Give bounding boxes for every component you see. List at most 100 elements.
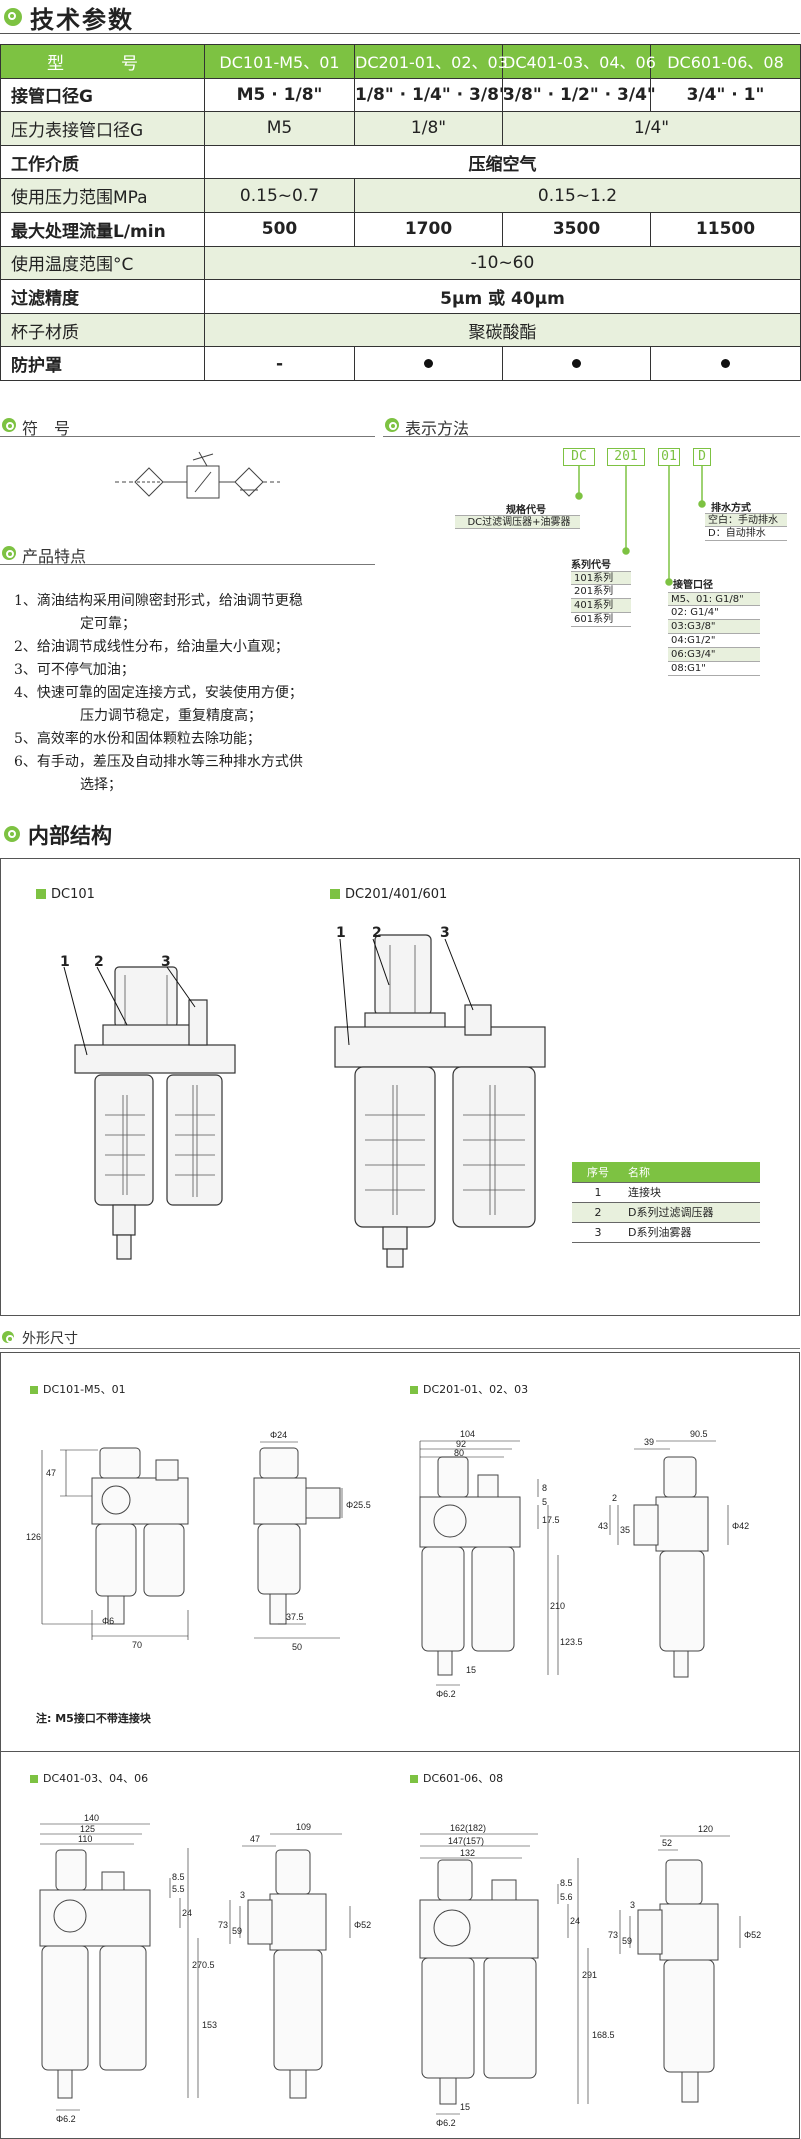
port-item: 08:G1" [668,662,760,676]
dim-168-5: 168.5 [592,2030,615,2040]
dim-73: 73 [608,1930,618,1940]
code-series-prefix: DC [563,448,595,466]
port-list: M5、01: G1/8" 02: G1/4" 03:G3/8" 04:G1/2"… [668,592,760,676]
dim-90-5: 90.5 [690,1429,708,1439]
spec-row-guard: 防护罩 - [0,346,801,381]
dim-phi6-2: Φ6.2 [436,2118,456,2128]
dim-120: 120 [698,1824,713,1834]
spec-cell: 1/8" [354,111,503,146]
spec-row-label: 使用压力范围MPa [0,178,205,213]
marker-icon [30,1386,38,1394]
title-divider [0,33,800,34]
parts-cell: 1 [572,1182,624,1203]
feature-item: 6、有手动，差压及自动排水等三种排水方式供 [14,754,303,770]
bullet-icon [424,359,433,369]
series-item: 601系列 [571,613,631,627]
spec-row-pressure: 使用压力范围MPa 0.15~0.7 0.15~1.2 [0,178,801,213]
designation-connectors [575,466,706,586]
dimensions-title: 外形尺寸 [22,1331,78,1347]
dc101-dimension-drawing: 47 126 Φ6 70 Φ24 Φ25.5 37.5 50 [26,1430,371,1652]
dimension-note: 注: M5接口不带连接块 [36,1712,151,1725]
dim-43: 43 [598,1521,608,1531]
drain-item: 空白：手动排水 [705,513,787,527]
spec-cell: 压缩空气 [204,144,801,180]
dim-59: 59 [622,1936,632,1946]
spec-cell: M5 [204,111,355,146]
spec-cell: 3500 [502,211,651,247]
dim-39: 39 [644,1437,654,1447]
dim-92: 92 [456,1439,466,1449]
dim-15: 15 [460,2102,470,2112]
divider [0,436,375,437]
feature-item: 1、滴油结构采用间隙密封形式，给油调节更稳 [14,593,303,609]
dim-5-6: 5.6 [560,1892,573,1902]
spec-row-medium: 工作介质 压缩空气 [0,144,801,180]
callout-1: 1 [60,954,70,970]
dim-47: 47 [250,1834,260,1844]
spec-cell: 聚碳酸酯 [204,312,801,348]
parts-row: 3 D系列油雾器 [572,1222,760,1243]
dim-37-5: 37.5 [286,1612,304,1622]
port-item: M5、01: G1/8" [668,592,760,606]
dim-24: 24 [182,1908,192,1918]
spec-cell: 1/8" · 1/4" · 3/8" [354,77,508,113]
spec-header-model: DC401-03、04、06 [502,44,656,79]
dim-5-5: 5.5 [172,1884,185,1894]
dim-17-5: 17.5 [542,1515,560,1525]
structure-title: 内部结构 [28,824,112,848]
dim-291: 291 [582,1970,597,1980]
spec-table: 型 号 DC101-M5、01 DC201-01、02、03 DC401-03、… [0,44,801,381]
features-list: 1、滴油结构采用间隙密封形式，给油调节更稳 定可靠； 2、给油调节成线性分布，给… [14,590,364,797]
code-port: 01 [658,448,680,466]
features-title: 产品特点 [22,547,87,566]
dim-8: 8 [542,1483,547,1493]
dim-80: 80 [454,1448,464,1458]
dim-24: 24 [570,1916,580,1926]
spec-cell: 11500 [650,211,801,247]
dim-50: 50 [292,1642,302,1652]
parts-header-row: 序号 名称 [572,1162,760,1183]
dim-125: 125 [80,1824,95,1834]
feature-item-cont: 压力调节稳定，重复精度高； [80,708,262,724]
feature-item: 5、高效率的水份和固体颗粒去除功能； [14,731,261,747]
parts-header: 名称 [624,1162,760,1183]
fig-label-a: DC101 [36,887,95,902]
dim-phi25-5: Φ25.5 [346,1500,371,1510]
spec-row-flow: 最大处理流量L/min 500 1700 3500 11500 [0,211,801,247]
callout-3: 3 [440,925,450,941]
callout-2: 2 [372,925,382,941]
spec-code-label: 规格代号 [506,505,546,516]
port-item: 03:G3/8" [668,620,760,634]
fig-label-b: DC201/401/601 [330,887,447,902]
dim-phi6-2: Φ6.2 [56,2114,76,2124]
dim-phi52: Φ52 [744,1930,761,1940]
dim-phi42: Φ42 [732,1521,749,1531]
panel-label: DC601-06、08 [410,1770,503,1786]
callout-3: 3 [161,954,171,970]
page-header: 技术参数 [0,0,800,34]
dim-147-157: 147(157) [448,1836,484,1846]
series-item: 101系列 [571,571,631,585]
spec-row-label: 杯子材质 [0,312,205,348]
code-series: 201 [607,448,645,466]
divider [0,564,375,565]
dim-3: 3 [240,1890,245,1900]
marker-icon [410,1386,418,1394]
parts-row: 2 D系列过滤调压器 [572,1202,760,1223]
section-icon [2,418,16,432]
section-icon [2,546,16,560]
parts-cell: 连接块 [624,1182,760,1203]
spec-row-label: 压力表接管口径G [0,111,205,146]
dim-phi6-2: Φ6.2 [436,1689,456,1699]
spec-row-label: 工作介质 [0,144,205,180]
spec-cell [354,346,503,381]
divider [383,436,800,437]
spec-row-port: 接管口径G M5 · 1/8" 1/8" · 1/4" · 3/8" 3/8" … [0,77,801,113]
parts-header: 序号 [572,1162,624,1183]
feature-item: 2、给油调节成线性分布，给油量大小直观； [14,639,289,655]
spec-cell: 0.15~0.7 [204,178,355,213]
spec-cell: 1700 [354,211,503,247]
feature-item-cont: 选择； [80,777,122,793]
callout-2: 2 [94,954,104,970]
code-drain: D [693,448,711,466]
